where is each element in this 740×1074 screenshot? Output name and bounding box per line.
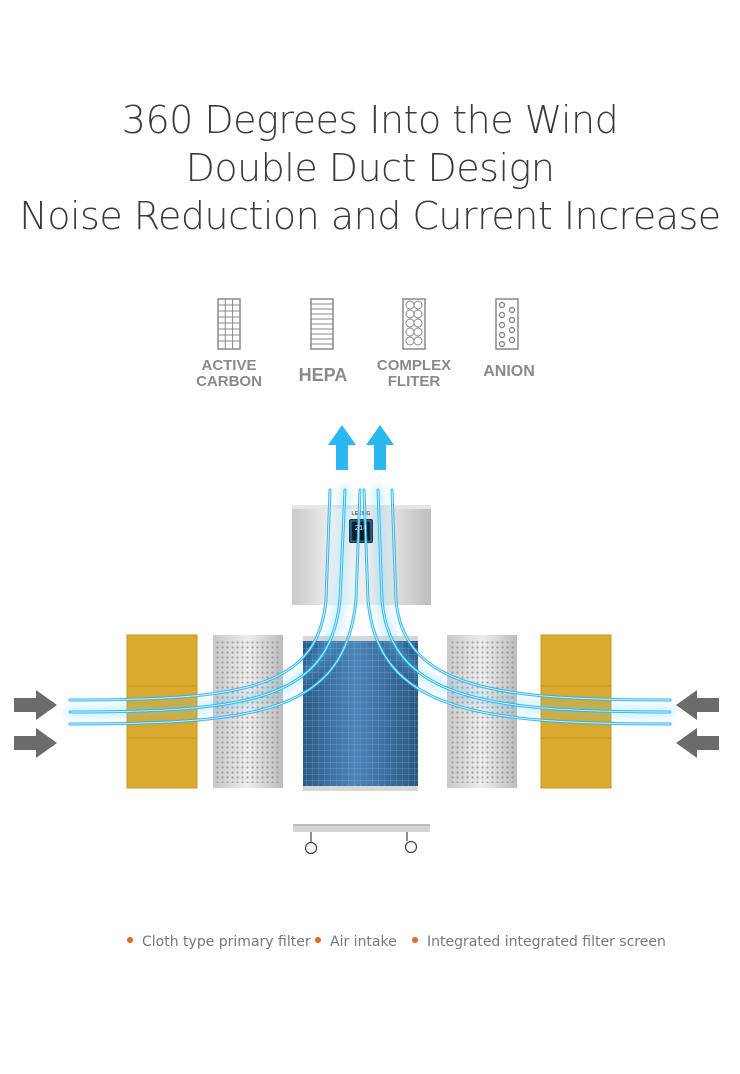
headline-line-2: Double Duct Design [185, 146, 555, 190]
anion-dots-icon [495, 298, 519, 350]
hepa-lines-icon [310, 298, 334, 350]
filter-label-anion: ANION [483, 363, 535, 380]
legend-dot [315, 937, 321, 943]
outflow-arrow-left [328, 425, 356, 470]
airflow-streams [65, 485, 675, 726]
outflow-arrow-right [366, 425, 394, 470]
legend-item-air-intake: Air intake [315, 934, 397, 950]
display-readout: 218 [355, 525, 368, 533]
intake-arrow-right-bottom [676, 728, 719, 758]
intake-arrow-right-top [676, 690, 719, 720]
legend-item-filter-screen: Integrated integrated filter screen [412, 934, 666, 950]
intake-arrow-left-top [14, 690, 57, 720]
wheel-icon-left [304, 832, 318, 855]
legend-item-cloth-filter: Cloth type primary filter [127, 934, 311, 950]
filter-label-hepa: HEPA [298, 365, 348, 385]
headline-line-3: Noise Reduction and Current Increase [19, 194, 721, 238]
active-carbon-grid-icon [217, 298, 241, 350]
purifier-base [293, 824, 430, 832]
legend-dot [412, 937, 418, 943]
headline-line-1: 360 Degrees Into the Wind [121, 98, 619, 142]
purifier-top-unit [292, 505, 431, 605]
brand-logo: LEKING [352, 511, 371, 517]
intake-arrow-left-bottom [14, 728, 57, 758]
legend: Cloth type primary filter Air intake Int… [0, 932, 740, 954]
legend-dot [127, 937, 133, 943]
wheel-icon-right [404, 832, 418, 854]
complex-filter-circles-icon [402, 298, 426, 350]
